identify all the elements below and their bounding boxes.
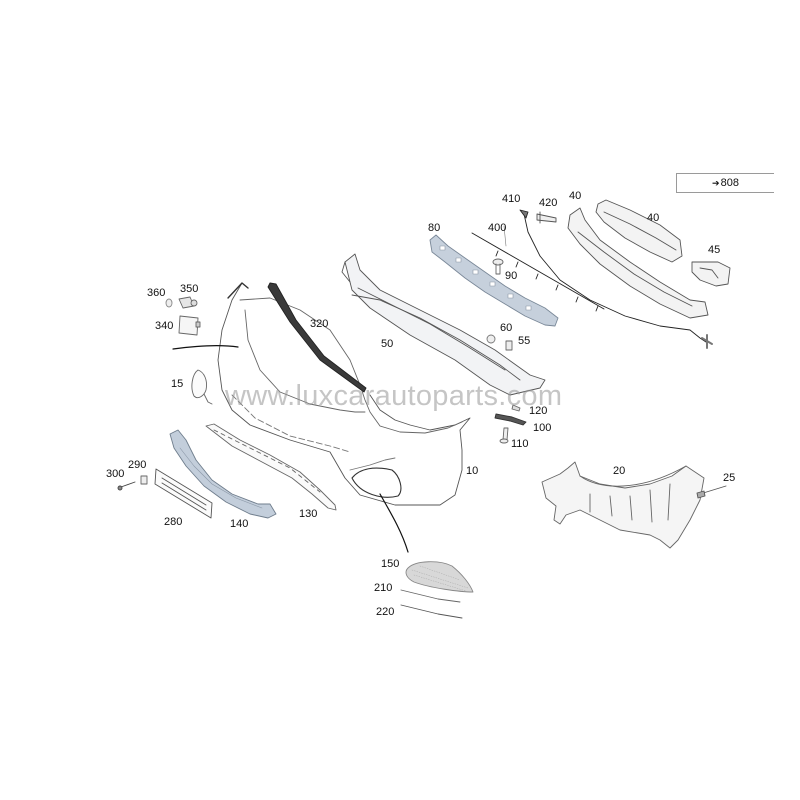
part-label-40a[interactable]: 40 [569,190,582,202]
part-label-60[interactable]: 60 [500,322,513,334]
part-label-45[interactable]: 45 [708,244,721,256]
upper-carrier-part-50[interactable] [341,253,546,396]
part-label-220[interactable]: 220 [376,606,395,618]
lower-grille-part-140[interactable] [169,429,277,519]
screw-part-300[interactable] [117,481,136,491]
clip-part-60[interactable] [486,334,496,344]
part-label-10[interactable]: 10 [466,465,479,477]
bracket-part-100[interactable] [494,413,527,426]
part-label-150[interactable]: 150 [381,558,400,570]
trim-part-210[interactable] [400,589,461,603]
trim-strip-part-130[interactable] [205,423,337,511]
bracket-part-45[interactable] [691,261,731,287]
clip-part-55[interactable] [505,340,513,351]
part-label-210[interactable]: 210 [374,582,393,594]
part-label-340[interactable]: 340 [155,320,174,332]
part-label-420[interactable]: 420 [539,197,558,209]
part-label-280[interactable]: 280 [164,516,183,528]
seal-strip-part-320[interactable] [267,282,367,393]
part-label-20[interactable]: 20 [613,465,626,477]
sensor-cable-part-410[interactable] [519,209,713,349]
trim-part-220[interactable] [400,604,463,619]
clip-part-120[interactable] [511,404,521,412]
part-label-120[interactable]: 120 [529,405,548,417]
ring-part-360[interactable] [165,298,173,308]
part-label-410[interactable]: 410 [502,193,521,205]
screw-part-110[interactable] [499,427,509,444]
part-label-320[interactable]: 320 [310,318,329,330]
part-label-140[interactable]: 140 [230,518,249,530]
bracket-part-40-lower[interactable] [567,207,709,319]
energy-absorber-part-80[interactable] [429,234,559,327]
bolt-part-25[interactable] [696,485,727,499]
wiring-harness-part-400[interactable] [471,225,605,312]
nut-part-290[interactable] [140,475,148,485]
part-label-90[interactable]: 90 [505,270,518,282]
part-label-40b[interactable]: 40 [647,212,660,224]
part-label-290[interactable]: 290 [128,459,147,471]
part-label-80[interactable]: 80 [428,222,441,234]
watermark-text: www.luxcarautoparts.com [225,380,563,412]
page-reference-box[interactable]: ➔ 808 [676,173,774,193]
page-reference-number: 808 [720,177,739,189]
module-part-340[interactable] [178,315,201,336]
part-label-350[interactable]: 350 [180,283,199,295]
part-label-130[interactable]: 130 [299,508,318,520]
arrow-right-icon: ➔ [712,177,720,188]
lower-carrier-part-20[interactable] [541,461,705,549]
clip-part-420[interactable] [536,211,557,224]
part-label-100[interactable]: 100 [533,422,552,434]
part-label-50[interactable]: 50 [381,338,394,350]
license-plate-bracket-part-280[interactable] [154,468,213,519]
bumper-cover-part-10[interactable] [217,282,471,506]
part-label-400[interactable]: 400 [488,222,507,234]
part-label-110[interactable]: 110 [511,438,529,450]
part-label-360[interactable]: 360 [147,287,166,299]
part-label-300[interactable]: 300 [106,468,125,480]
tow-hook-cover-part-15[interactable] [191,369,213,405]
grille-mesh-part-150[interactable] [405,561,474,593]
bracket-part-40-upper[interactable] [595,199,683,263]
bolt-part-90[interactable] [492,258,504,275]
part-label-25[interactable]: 25 [723,472,736,484]
part-label-55[interactable]: 55 [518,335,531,347]
part-label-15[interactable]: 15 [171,378,184,390]
sensor-part-350[interactable] [178,296,198,309]
leader-lines [172,344,409,553]
